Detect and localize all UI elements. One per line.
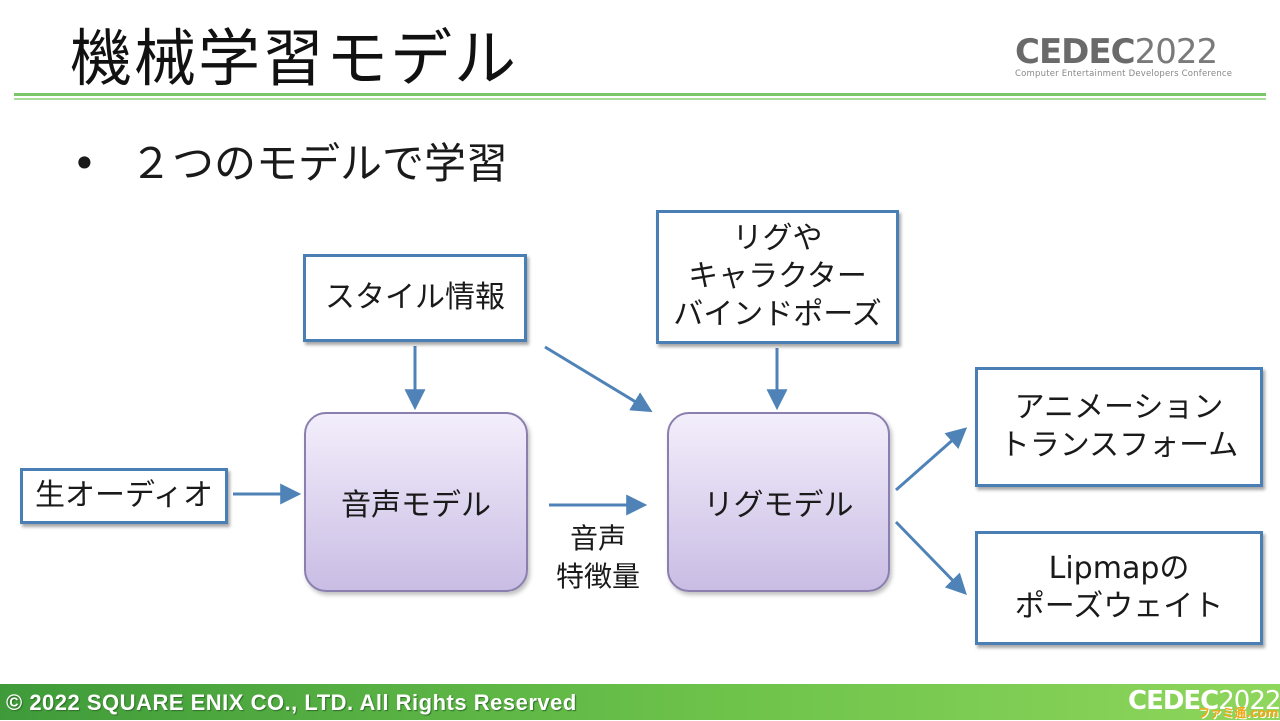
- lipmap-weights-line-1: Lipmapの: [1048, 551, 1190, 586]
- footer-cedec-logo: CEDEC2022: [1128, 686, 1280, 716]
- lipmap-weights-line-2: ポーズウェイト: [1014, 589, 1224, 624]
- audio-model-label: 音声モデル: [341, 488, 491, 523]
- logo-wordmark-year: 2022: [1134, 32, 1219, 72]
- style-info-box: スタイル情報: [303, 254, 527, 342]
- audio-features-label: 音声 特徴量: [538, 520, 658, 596]
- famitsu-watermark: ファミ通.com: [1198, 706, 1279, 720]
- rig-info-line-2: キャラクター: [688, 259, 867, 294]
- anim-transform-line-2: トランスフォーム: [999, 428, 1239, 463]
- title-divider-secondary: [14, 98, 1266, 100]
- footer-bar: [0, 684, 1280, 720]
- rig-model-node: リグモデル: [667, 412, 890, 592]
- rig-info-box: リグや キャラクター バインドポーズ: [656, 210, 899, 344]
- logo-subtitle: Computer Entertainment Developers Confer…: [1015, 69, 1233, 79]
- rig-info-line-3: バインドポーズ: [673, 297, 882, 332]
- audio-model-node: 音声モデル: [304, 412, 528, 592]
- arrow-rig-model-to-anim: [895, 427, 968, 492]
- anim-transform-box: アニメーション トランスフォーム: [975, 367, 1263, 487]
- rig-model-label: リグモデル: [703, 488, 854, 523]
- footer-logo-year: 2022: [1218, 686, 1280, 716]
- lipmap-weights-box: Lipmapの ポーズウェイト: [975, 531, 1263, 645]
- anim-transform-line-1: アニメーション: [1014, 390, 1224, 425]
- audio-features-line-2: 特徴量: [555, 560, 640, 593]
- raw-audio-label: 生オーディオ: [35, 478, 213, 513]
- footer-logo-bold: CEDEC: [1128, 686, 1219, 716]
- style-info-label: スタイル情報: [325, 280, 505, 315]
- audio-features-line-1: 音声: [569, 522, 626, 555]
- logo-wordmark-bold: CEDEC: [1015, 32, 1136, 72]
- raw-audio-box: 生オーディオ: [20, 468, 228, 524]
- cedec-logo: CEDEC2022 Computer Entertainment Develop…: [1015, 34, 1233, 79]
- bullet-marker: •: [72, 139, 97, 188]
- logo-wordmark: CEDEC2022: [1015, 34, 1225, 70]
- title-divider: [14, 93, 1266, 96]
- bullet-text: ２つのモデルで学習: [130, 139, 509, 188]
- rig-info-line-1: リグや: [732, 221, 823, 256]
- copyright-text: © 2022 SQUARE ENIX CO., LTD. All Rights …: [6, 690, 577, 715]
- slide-title: 機械学習モデル: [70, 22, 519, 95]
- arrow-style-to-rig-model: [544, 345, 653, 413]
- arrow-rig-model-to-lipmap: [894, 520, 967, 596]
- bullet-item: • ２つのモデルで学習: [72, 130, 508, 191]
